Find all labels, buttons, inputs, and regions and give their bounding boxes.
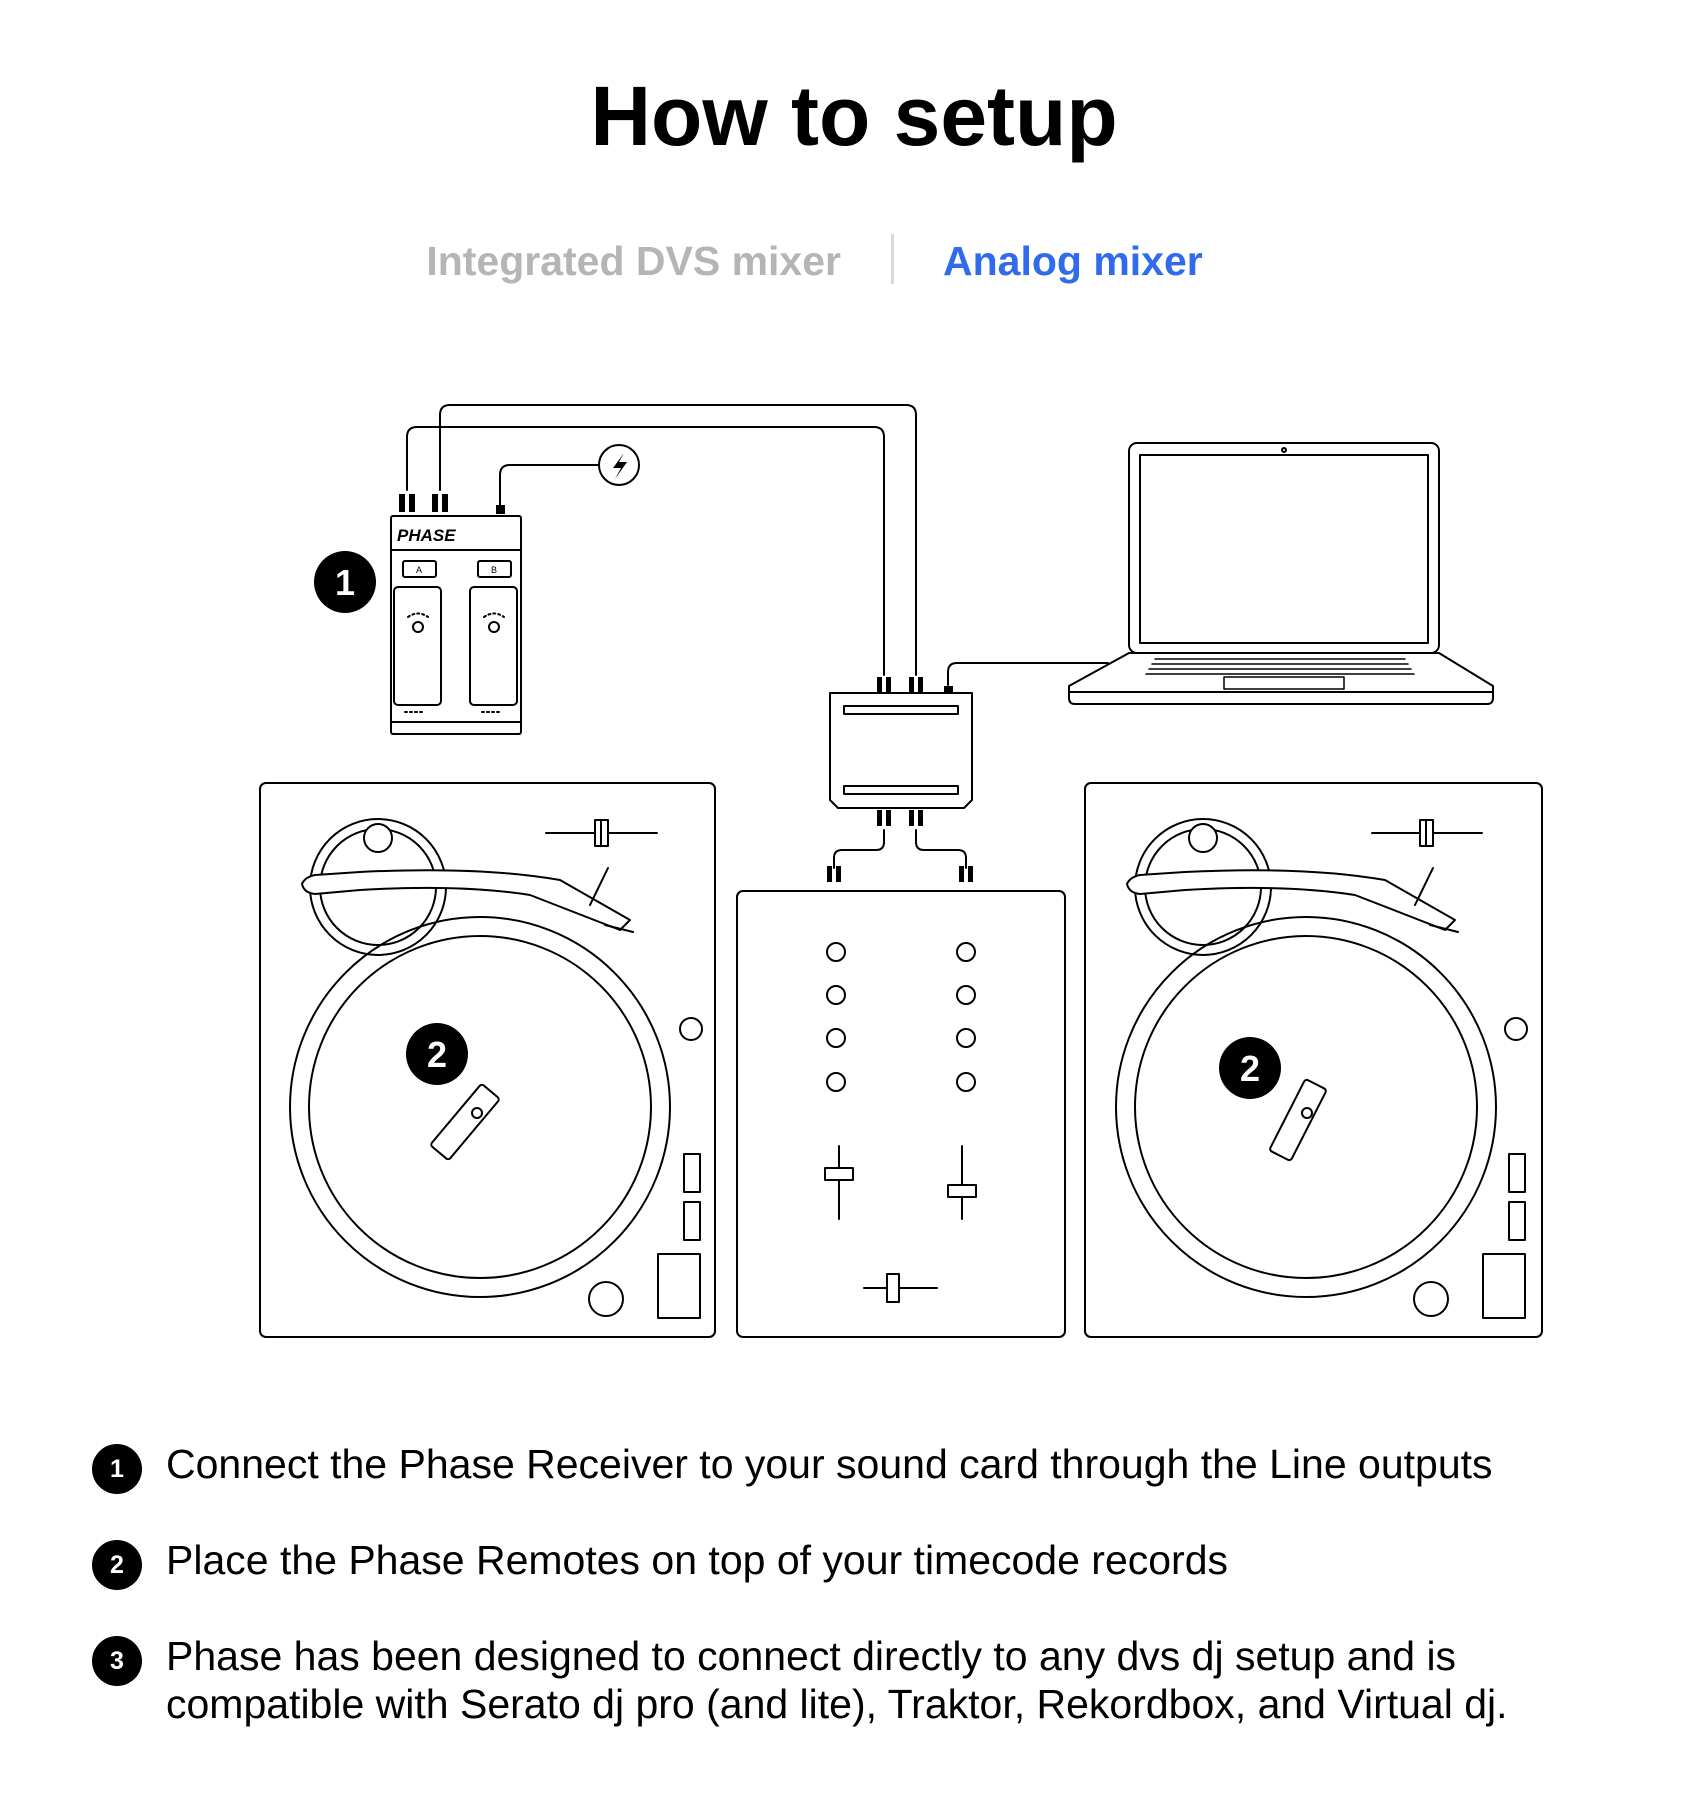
- phase-remote-right: [1269, 1078, 1327, 1162]
- steps-list: 1 Connect the Phase Receiver to your sou…: [92, 1440, 1652, 1776]
- receiver-slot-a: A: [416, 565, 422, 575]
- turntable-left: 2: [259, 782, 716, 1338]
- tab-integrated-dvs-mixer[interactable]: Integrated DVS mixer: [426, 238, 841, 284]
- callout-left-turntable: 2: [406, 1023, 468, 1085]
- callout-receiver: 1: [314, 551, 376, 613]
- phase-receiver: PHASE A B: [390, 494, 522, 735]
- callout-receiver-number: 1: [335, 562, 355, 603]
- step-number: 3: [92, 1636, 142, 1686]
- lightning-bolt-icon: [598, 444, 640, 486]
- step-item: 2 Place the Phase Remotes on top of your…: [92, 1536, 1652, 1590]
- setup-diagram: PHASE A B 1: [259, 404, 1543, 1338]
- step-item: 1 Connect the Phase Receiver to your sou…: [92, 1440, 1652, 1494]
- step-number: 1: [92, 1444, 142, 1494]
- callout-left-number: 2: [427, 1034, 447, 1075]
- step-text: Place the Phase Remotes on top of your t…: [166, 1537, 1229, 1583]
- step-item: 3 Phase has been designed to connect dir…: [92, 1632, 1652, 1728]
- cables: [406, 404, 1109, 869]
- page-title: How to setup: [590, 69, 1118, 163]
- laptop: [1068, 442, 1494, 705]
- mixer-knobs: [826, 942, 976, 1092]
- laptop-keyboard: [1145, 658, 1415, 690]
- receiver-brand: PHASE: [397, 526, 456, 545]
- step-text: Connect the Phase Receiver to your sound…: [166, 1441, 1493, 1487]
- callout-right-number: 2: [1240, 1048, 1260, 1089]
- tab-divider: [891, 234, 894, 284]
- callout-right-turntable: 2: [1219, 1037, 1281, 1099]
- receiver-slot-b: B: [491, 565, 497, 575]
- phase-remote-left: [430, 1083, 500, 1161]
- step-text: Phase has been designed to connect direc…: [166, 1633, 1508, 1727]
- step-number: 2: [92, 1540, 142, 1590]
- tab-analog-mixer[interactable]: Analog mixer: [943, 238, 1203, 284]
- receiver-connectors: [399, 494, 505, 514]
- analog-mixer: [736, 890, 1066, 1338]
- sound-card: [827, 677, 973, 882]
- turntable-right: 2: [1084, 782, 1543, 1338]
- setup-tabs: Integrated DVS mixer Analog mixer: [0, 232, 1708, 292]
